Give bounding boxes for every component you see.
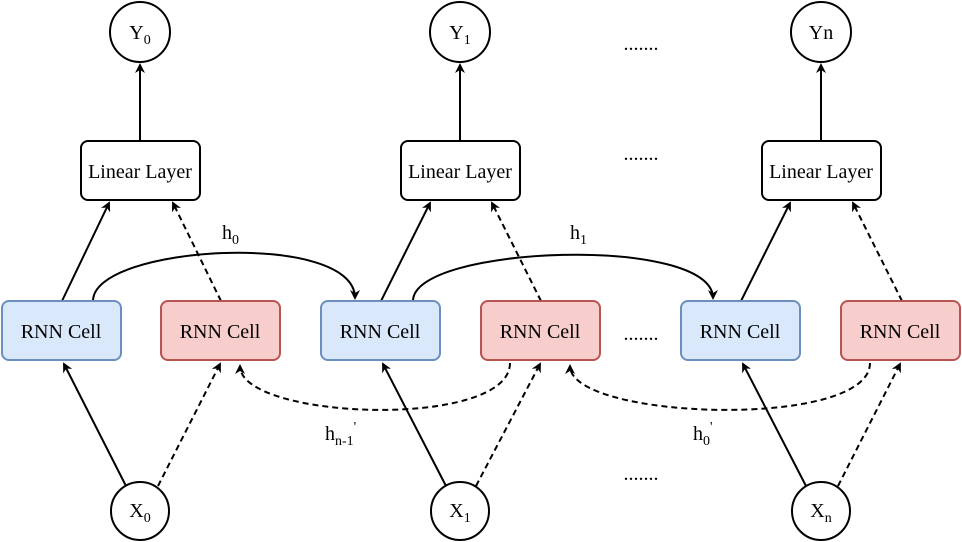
label-h1: h1 xyxy=(570,222,587,248)
forward-rnn-cell-0: RNN Cell xyxy=(1,300,122,361)
ellipsis-rnn: ....... xyxy=(624,323,659,345)
edge-x0-to-bwd0 xyxy=(157,362,221,487)
h0p-sub: 0 xyxy=(703,434,710,449)
edge-xn-to-bwdn xyxy=(837,362,901,487)
y0-sub: 0 xyxy=(144,33,151,48)
backward-rnn-cell-n: RNN Cell xyxy=(840,300,961,361)
svg-text:Y1: Y1 xyxy=(449,22,470,48)
y1-base: Y xyxy=(449,22,463,44)
backward-rnn-cell-0: RNN Cell xyxy=(160,300,281,361)
linear-layer-n: Linear Layer xyxy=(761,140,882,201)
yn-base: Yn xyxy=(809,22,833,44)
backward-rnn-cell-1-label: RNN Cell xyxy=(500,321,581,343)
ellipsis-linear: ....... xyxy=(624,143,659,165)
edge-x1-to-bwd1 xyxy=(475,362,541,487)
backward-rnn-cell-n-label: RNN Cell xyxy=(860,321,941,343)
label-h0: h0 xyxy=(222,222,239,248)
x0-sub: 0 xyxy=(144,511,151,526)
edge-h0p-arc xyxy=(565,362,871,411)
output-node-yn: Yn xyxy=(790,1,852,63)
svg-text:X0: X0 xyxy=(129,500,150,526)
ellipsis-outputs: ....... xyxy=(624,33,659,55)
svg-text:Yn: Yn xyxy=(809,22,833,44)
linear-layer-1-label: Linear Layer xyxy=(408,161,512,183)
edges xyxy=(61,63,903,487)
edge-x0-to-fwd0 xyxy=(63,362,127,487)
x0-base: X xyxy=(129,500,144,522)
h0p-base: h xyxy=(693,423,703,445)
xn-sub: n xyxy=(825,511,832,526)
hn1p-sup: ' xyxy=(354,420,357,435)
forward-rnn-cell-1-label: RNN Cell xyxy=(340,321,421,343)
edge-bwd1-to-linear1 xyxy=(491,201,542,302)
edge-fwd0-to-linear0 xyxy=(61,201,111,302)
forward-rnn-cell-n: RNN Cell xyxy=(680,300,801,361)
edge-h1-arc xyxy=(412,253,718,302)
y0-base: Y xyxy=(129,22,143,44)
edge-hn1p-arc xyxy=(235,362,511,411)
edge-bwd0-to-linear0 xyxy=(172,201,222,302)
input-node-x1: X1 xyxy=(430,481,490,541)
output-node-y0: Y0 xyxy=(109,1,171,63)
svg-text:Y0: Y0 xyxy=(129,22,150,48)
linear-layer-0-label: Linear Layer xyxy=(88,161,192,183)
edge-fwdn-to-linearn xyxy=(740,201,791,302)
edge-xn-to-fwdn xyxy=(742,362,807,487)
ellipsis-inputs: ....... xyxy=(624,463,659,485)
edge-x1-to-fwd1 xyxy=(382,362,447,487)
input-node-x0: X0 xyxy=(110,481,170,541)
x1-sub: 1 xyxy=(464,511,471,526)
edge-bwdn-to-linearn xyxy=(852,201,903,302)
h1-sub: 1 xyxy=(580,233,587,248)
x1-base: X xyxy=(449,500,464,522)
svg-text:X1: X1 xyxy=(449,500,470,526)
backward-rnn-cell-1: RNN Cell xyxy=(480,300,601,361)
linear-layer-0: Linear Layer xyxy=(80,140,201,201)
svg-text:Xn: Xn xyxy=(810,500,831,526)
h0-base: h xyxy=(222,222,232,244)
input-node-xn: Xn xyxy=(791,481,851,541)
hn1p-base: h xyxy=(325,423,335,445)
label-h0p: h0' xyxy=(693,420,713,449)
hn1p-sub: n-1 xyxy=(335,434,354,449)
forward-rnn-cell-0-label: RNN Cell xyxy=(21,321,102,343)
linear-layer-n-label: Linear Layer xyxy=(769,161,873,183)
edge-h0-arc xyxy=(92,251,360,302)
xn-base: X xyxy=(810,500,825,522)
forward-rnn-cell-1: RNN Cell xyxy=(320,300,441,361)
h1-base: h xyxy=(570,222,580,244)
y1-sub: 1 xyxy=(464,33,471,48)
edge-fwd1-to-linear1 xyxy=(380,201,431,302)
backward-rnn-cell-0-label: RNN Cell xyxy=(180,321,261,343)
h0-sub: 0 xyxy=(232,233,239,248)
linear-layer-1: Linear Layer xyxy=(400,140,521,201)
output-node-y1: Y1 xyxy=(429,1,491,63)
forward-rnn-cell-n-label: RNN Cell xyxy=(700,321,781,343)
h0p-sup: ' xyxy=(710,420,713,435)
label-hn1p: hn-1' xyxy=(325,420,356,449)
